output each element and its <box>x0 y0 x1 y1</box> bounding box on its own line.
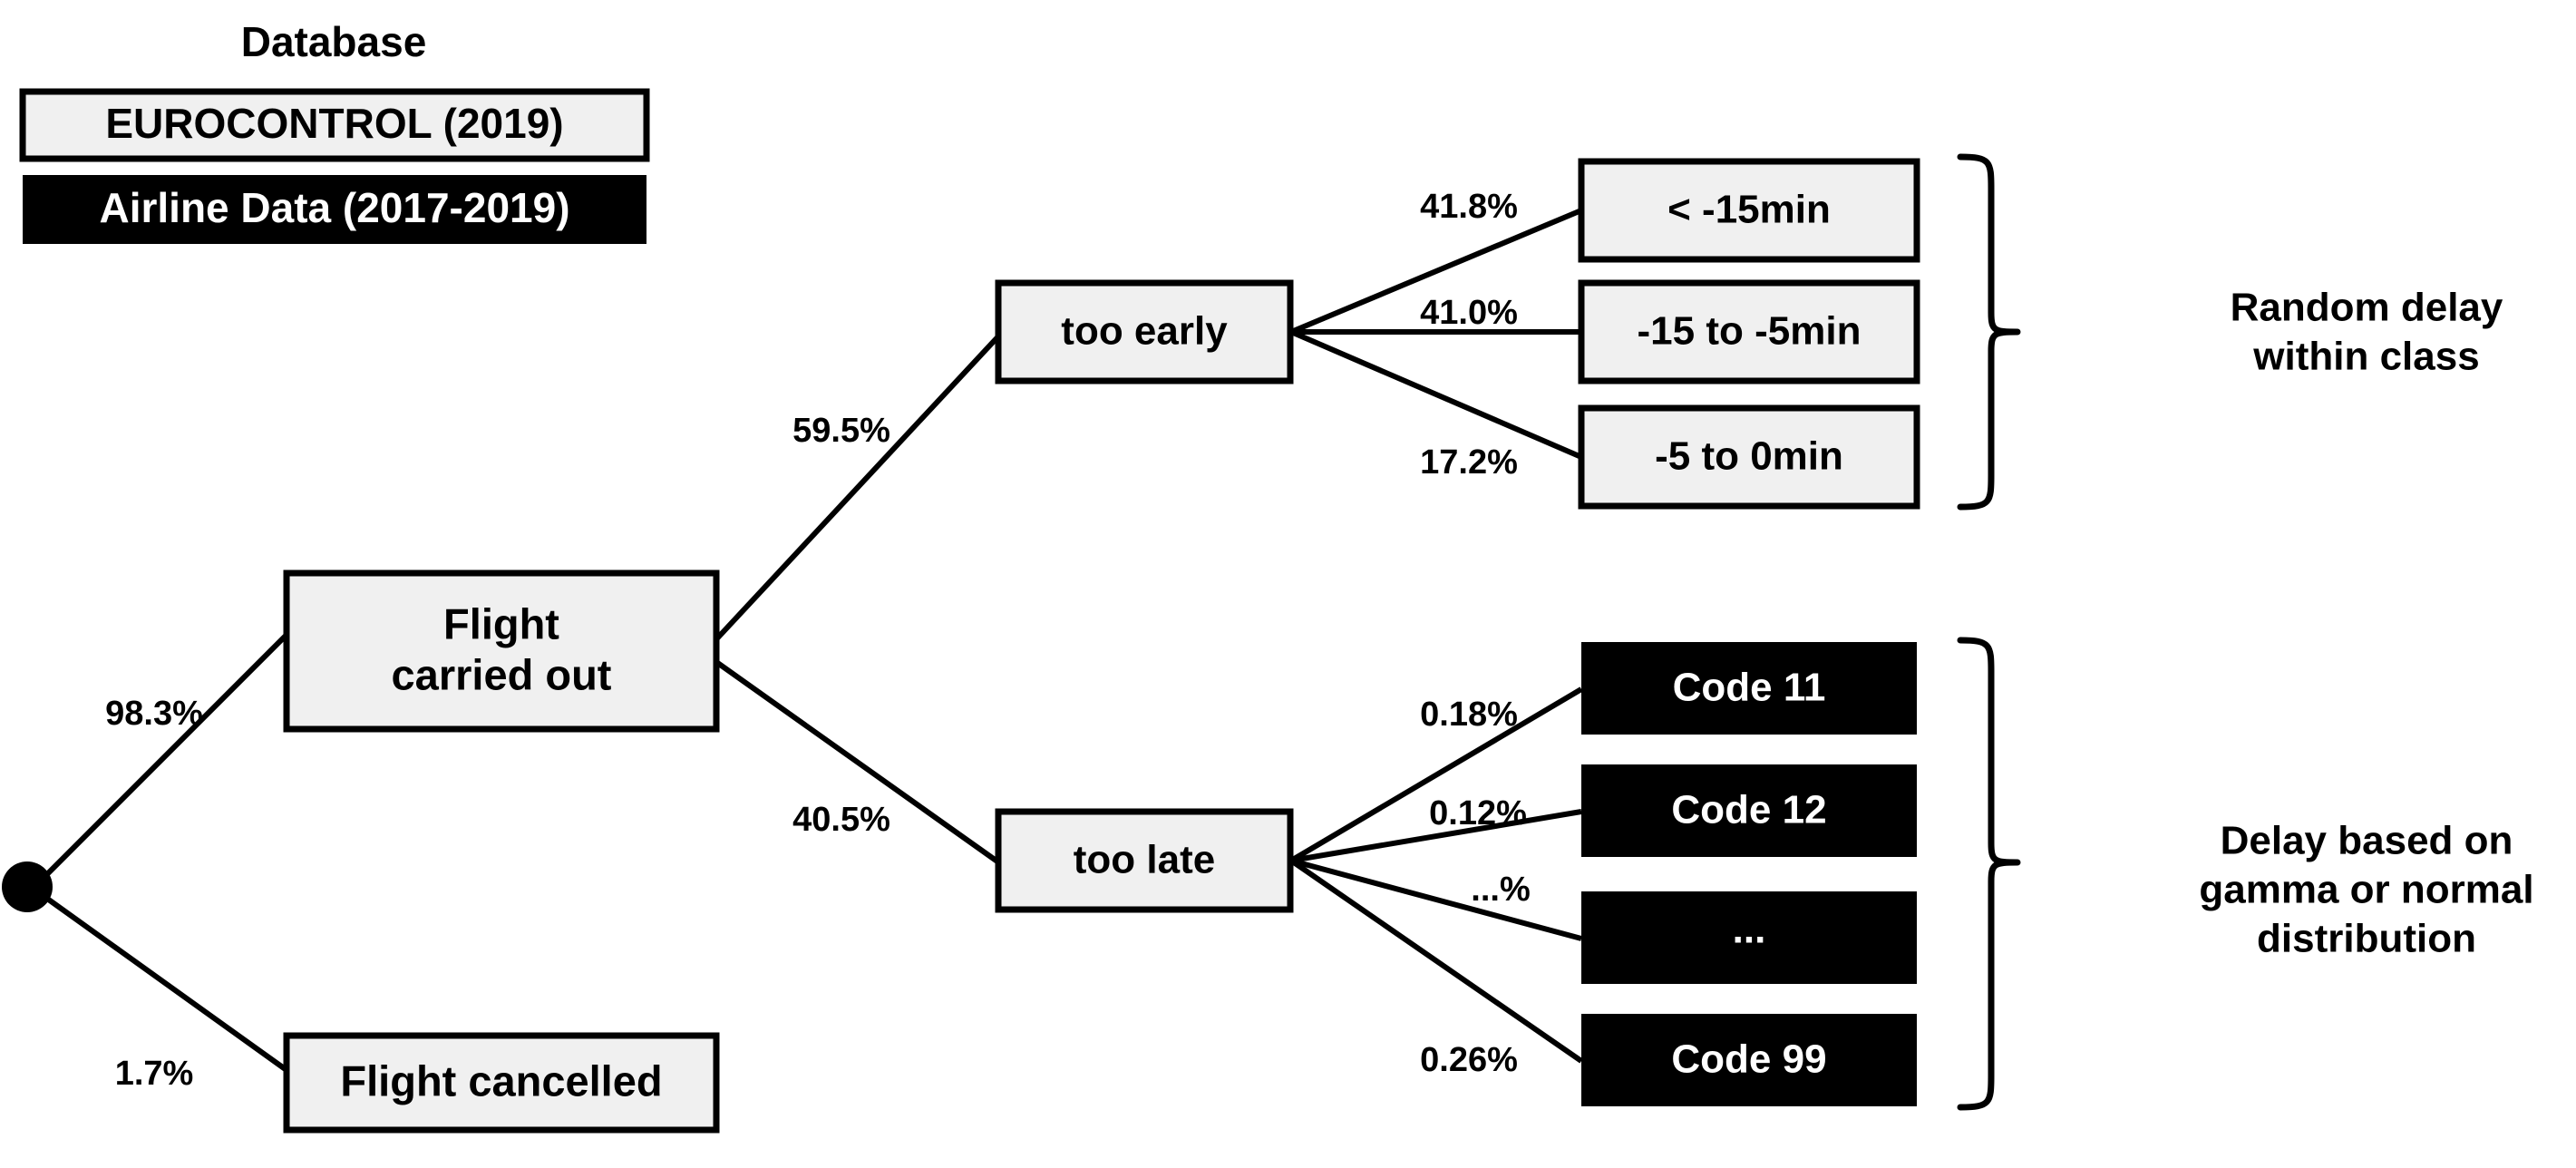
node-label-lt-minus-15min: < -15min <box>1667 188 1831 232</box>
node-box-flight-carried-out[interactable] <box>283 569 720 733</box>
edge-label-too-early-probability: 59.5% <box>792 412 890 450</box>
edge-label-lt-minus-15min-probability: 41.8% <box>1420 188 1518 226</box>
edge-label-minus5-to-0min-probability: 17.2% <box>1420 443 1518 482</box>
annotations-group: Random delay within class Delay based on… <box>2199 286 2533 961</box>
edge-too-late-to-code-etc <box>1290 858 1582 941</box>
edge-carried-out-to-too-late <box>714 659 999 864</box>
edge-label-carried-out-probability: 98.3% <box>105 695 203 733</box>
edge-carried-out-to-too-early <box>714 335 1000 642</box>
edge-too-late-to-code-11 <box>1289 686 1583 863</box>
annotation-late-line1: Delay based on <box>2221 819 2513 863</box>
edge-label-code-11-probability: 0.18% <box>1420 696 1518 734</box>
edge-label-code-99-probability: 0.26% <box>1420 1041 1518 1079</box>
node-box-flight-cancelled[interactable] <box>283 1032 720 1134</box>
node-box-code-99[interactable] <box>1581 1014 1917 1106</box>
legend-group: Database EUROCONTROL (2019) Airline Data… <box>19 18 650 244</box>
edge-too-early-to-5-0 <box>1289 329 1583 460</box>
edge-root-to-carried-out <box>41 632 289 881</box>
edge-too-late-to-code-12 <box>1290 809 1582 863</box>
node-label-code-ellipsis: ... <box>1733 908 1766 952</box>
edge-label-cancelled-probability: 1.7% <box>115 1055 194 1093</box>
level1-group: Flight carried out Flight cancelled <box>283 569 720 1134</box>
late-classes-group: Code 11 Code 12 ... Code 99 <box>1581 642 1917 1106</box>
edges-group <box>41 208 1583 1073</box>
node-box-too-late[interactable] <box>995 808 1294 913</box>
node-box-too-early[interactable] <box>995 279 1294 384</box>
root-node-dot[interactable] <box>2 861 53 912</box>
legend-title: Database <box>241 18 427 65</box>
node-label-flight-cancelled: Flight cancelled <box>340 1056 662 1105</box>
node-label-flight-carried-out-line2: carried out <box>392 650 612 698</box>
annotation-late-line3: distribution <box>2257 917 2476 961</box>
edge-too-early-to-lt-15 <box>1289 208 1583 335</box>
legend-label-airline-data: Airline Data (2017-2019) <box>99 184 569 231</box>
legend-box-eurocontrol[interactable] <box>19 88 650 162</box>
legend-label-eurocontrol: EUROCONTROL (2019) <box>105 100 563 147</box>
level2-group: too early too late <box>995 279 1294 913</box>
node-box-code-11[interactable] <box>1581 642 1917 735</box>
node-label-code-11: Code 11 <box>1673 666 1826 710</box>
annotation-late-line2: gamma or normal <box>2199 868 2533 912</box>
braces-group <box>1957 153 2021 1111</box>
node-label-minus5-to-0min: -5 to 0min <box>1655 434 1843 479</box>
node-label-minus15-to-minus5min: -15 to -5min <box>1638 309 1862 354</box>
node-box-code-ellipsis[interactable] <box>1581 891 1917 984</box>
edge-label-code-ellipsis-probability: ...% <box>1471 871 1530 909</box>
annotation-early-line1: Random delay <box>2231 286 2503 330</box>
early-classes-group: < -15min -15 to -5min -5 to 0min <box>1578 158 1920 510</box>
node-label-flight-carried-out-line1: Flight <box>443 599 559 647</box>
edge-root-to-cancelled <box>42 893 288 1073</box>
brace-late-classes <box>1957 637 2021 1111</box>
probability-labels-group: 98.3% 1.7% 59.5% 40.5% 41.8% 41.0% 17.2%… <box>105 188 1531 1093</box>
edge-label-minus15-to-minus5min-probability: 41.0% <box>1420 294 1518 332</box>
edge-label-code-12-probability: 0.12% <box>1429 794 1527 832</box>
node-box-lt-minus-15min[interactable] <box>1578 158 1920 263</box>
brace-early-classes <box>1957 153 2021 511</box>
legend-box-airline-data[interactable] <box>23 175 646 244</box>
edge-label-too-late-probability: 40.5% <box>792 801 890 839</box>
node-label-code-99: Code 99 <box>1671 1037 1826 1082</box>
edge-too-late-to-code-99 <box>1289 858 1583 1064</box>
node-label-too-late: too late <box>1074 838 1215 882</box>
node-label-code-12: Code 12 <box>1671 788 1826 832</box>
node-box-minus5-to-0min[interactable] <box>1578 404 1920 510</box>
node-box-code-12[interactable] <box>1581 764 1917 857</box>
node-box-minus15-to-minus5min[interactable] <box>1578 279 1920 384</box>
annotation-early-line2: within class <box>2252 335 2479 379</box>
node-label-too-early: too early <box>1061 309 1228 354</box>
